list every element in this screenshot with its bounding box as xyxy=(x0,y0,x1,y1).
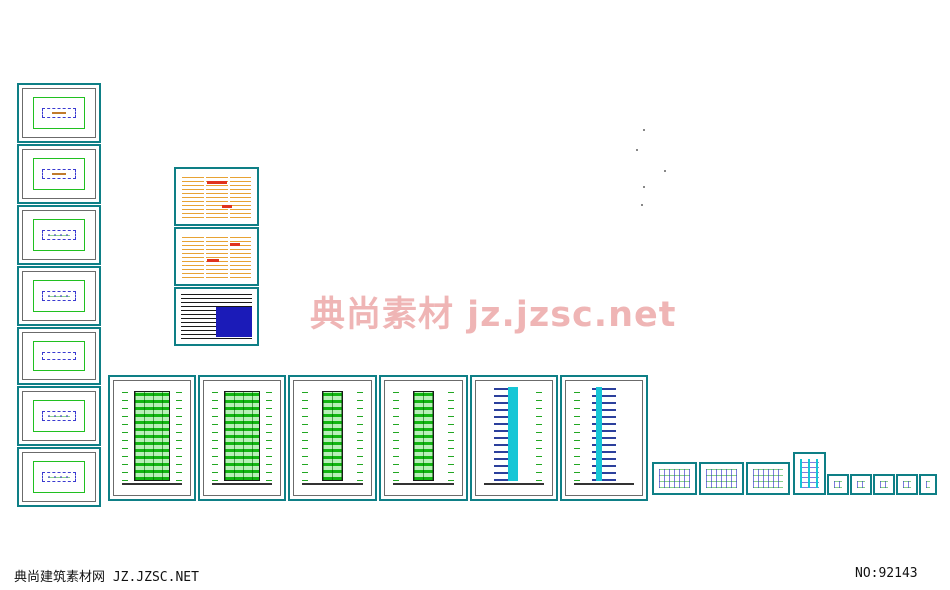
detail-drawing xyxy=(857,481,865,488)
footer-site-label: 典尚建筑素材网 JZ.JZSC.NET xyxy=(14,570,199,585)
side-elevation-drawing xyxy=(322,391,343,481)
detail-drawing xyxy=(753,469,783,488)
floor-plan-drawing xyxy=(33,400,85,432)
design-notes-sheet-2 xyxy=(174,227,259,286)
elevation-sheet-4 xyxy=(379,375,468,501)
stray-mark xyxy=(643,186,645,188)
floor-plan-drawing xyxy=(33,280,85,312)
section-sheet-1 xyxy=(470,375,558,501)
schedule-table-block xyxy=(216,307,252,337)
floor-plan-sheet-7 xyxy=(17,447,101,507)
roof-plan-drawing xyxy=(33,158,85,190)
floor-plan-drawing xyxy=(33,341,85,371)
roof-plan-drawing xyxy=(33,97,85,129)
building-section-drawing xyxy=(494,387,518,481)
footer-number-label: NO:92143 xyxy=(855,566,918,581)
detail-drawing xyxy=(903,481,911,488)
detail-sheet-3 xyxy=(746,462,790,495)
watermark-text: 典尚素材 jz.jzsc.net xyxy=(310,295,677,335)
detail-drawing xyxy=(659,469,690,488)
elevation-sheet-3 xyxy=(288,375,377,501)
site-plan-drawing xyxy=(33,461,85,493)
detail-sheet-8 xyxy=(919,474,937,495)
detail-sheet-5 xyxy=(850,474,872,495)
schedule-sheet xyxy=(174,287,259,346)
elevation-sheet-2 xyxy=(198,375,286,501)
elevation-sheet-1 xyxy=(108,375,196,501)
detail-sheet-1 xyxy=(652,462,697,495)
detail-drawing xyxy=(880,481,888,488)
floor-plan-sheet-2 xyxy=(17,144,101,204)
building-section-drawing xyxy=(592,387,616,481)
detail-drawing xyxy=(834,481,842,488)
front-elevation-drawing xyxy=(134,391,170,481)
stray-mark xyxy=(643,129,645,131)
section-sheet-2 xyxy=(560,375,648,501)
stray-mark xyxy=(636,149,638,151)
floor-plan-drawing xyxy=(33,219,85,251)
floor-plan-sheet-3 xyxy=(17,205,101,265)
detail-sheet-6 xyxy=(873,474,895,495)
floor-plan-sheet-5 xyxy=(17,327,101,385)
rear-elevation-drawing xyxy=(224,391,260,481)
detail-sheet-2 xyxy=(699,462,744,495)
stray-mark xyxy=(641,204,643,206)
stair-detail-sheet xyxy=(793,452,826,495)
floor-plan-sheet-1 xyxy=(17,83,101,143)
floor-plan-sheet-6 xyxy=(17,386,101,446)
notes-text-block xyxy=(182,235,251,278)
notes-text-block xyxy=(182,175,251,218)
side-elevation-drawing xyxy=(413,391,434,481)
detail-drawing xyxy=(926,481,930,488)
detail-sheet-7 xyxy=(896,474,918,495)
floor-plan-sheet-4 xyxy=(17,266,101,326)
detail-drawing xyxy=(706,469,737,488)
design-notes-sheet-1 xyxy=(174,167,259,226)
stair-detail-drawing xyxy=(800,459,819,488)
stray-mark xyxy=(664,170,666,172)
detail-sheet-4 xyxy=(827,474,849,495)
